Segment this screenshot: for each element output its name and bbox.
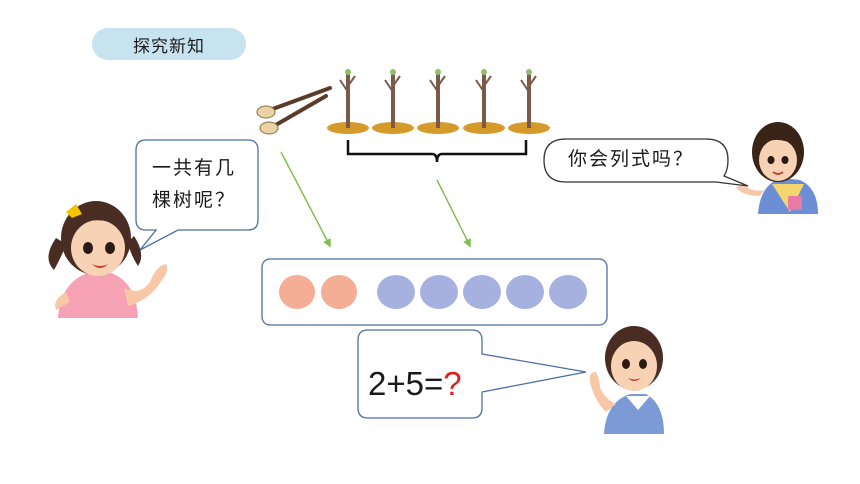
counter-orange-1 bbox=[279, 275, 315, 309]
arrow-trees-to-counters bbox=[436, 179, 471, 248]
boy-character bbox=[589, 326, 664, 434]
counter-blue-1 bbox=[377, 275, 415, 309]
equation-expression: 2+5= bbox=[368, 365, 444, 402]
arrow-shovels-to-counters bbox=[280, 151, 331, 248]
girl-left-character bbox=[48, 201, 168, 318]
sapling-2 bbox=[372, 69, 414, 134]
addition-equation: 2+5=? bbox=[368, 364, 478, 404]
counter-blue-4 bbox=[506, 275, 544, 309]
girl-right-character bbox=[736, 122, 818, 214]
equation-unknown: ? bbox=[443, 365, 462, 402]
shovels-illustration bbox=[256, 86, 332, 135]
counter-orange-2 bbox=[321, 275, 357, 309]
question-write-equation: 你会列式吗？ bbox=[568, 148, 695, 170]
sapling-1 bbox=[327, 69, 369, 134]
counter-blue-5 bbox=[549, 275, 587, 309]
counter-blue-3 bbox=[463, 275, 501, 309]
shovel-2 bbox=[259, 94, 328, 135]
question-line-1: 一共有几 bbox=[152, 157, 237, 179]
speech-bubble-boy bbox=[357, 329, 587, 419]
speech-bubble-left bbox=[135, 139, 259, 251]
sapling-3 bbox=[417, 69, 459, 134]
sapling-5 bbox=[508, 69, 550, 134]
counter-blue-2 bbox=[420, 275, 458, 309]
saplings-row bbox=[327, 69, 550, 134]
counters-blue-group bbox=[377, 275, 587, 309]
question-total-trees: 一共有几 棵树呢？ bbox=[152, 152, 260, 216]
grouping-brace bbox=[346, 140, 528, 163]
section-label: 探究新知 bbox=[92, 28, 246, 60]
counters-orange-group bbox=[279, 275, 357, 309]
speech-bubble-right bbox=[543, 138, 749, 187]
shovel-1 bbox=[256, 86, 332, 119]
question-line-2: 棵树呢？ bbox=[152, 189, 237, 211]
section-label-text: 探究新知 bbox=[133, 36, 205, 57]
sapling-4 bbox=[463, 69, 505, 134]
